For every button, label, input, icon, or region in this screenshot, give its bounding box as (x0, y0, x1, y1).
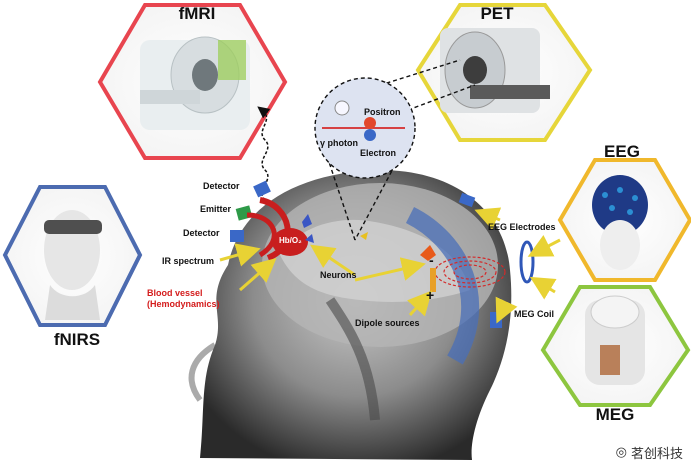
gamma-photon-label: γ photon (320, 138, 358, 148)
dipole-sources-label: Dipole sources (355, 318, 420, 328)
watermark-text: 茗创科技 (630, 447, 683, 462)
yellow-arrows (219, 207, 561, 324)
electron-label: Electron (360, 148, 397, 158)
fnirs-hexagon (2, 185, 143, 327)
hemodynamics-label: (Hemodynamics) (147, 299, 220, 309)
fmri-title: fMRI (178, 4, 216, 23)
detector-label-bottom: Detector (183, 228, 220, 238)
fnirs-title: fNIRS (53, 330, 101, 349)
pet-hexagon (415, 2, 593, 142)
wechat-icon: ◎ (615, 445, 627, 460)
meg-coil-label: MEG Coil (514, 309, 554, 319)
blood-vessel-label: Blood vessel (147, 288, 203, 298)
positron-label: Positron (364, 107, 401, 117)
fmri-hexagon (97, 3, 288, 160)
ir-spectrum-label: IR spectrum (162, 256, 215, 266)
pet-title: PET (480, 4, 514, 23)
pet-zoom-circle (314, 59, 476, 241)
neuron-clusters (302, 214, 436, 261)
eeg-electrodes-label: EEG Electrodes (488, 222, 556, 232)
neurons-label: Neurons (320, 270, 357, 280)
dipole-plus: + (426, 287, 435, 303)
eeg-hexagon (557, 158, 691, 282)
dipole (430, 268, 436, 292)
watermark: ◎ 茗创科技 (616, 443, 683, 462)
eeg-title: EEG (604, 142, 640, 161)
detector-label-top: Detector (203, 181, 240, 191)
meg-title: MEG (595, 405, 635, 424)
emitter-label: Emitter (200, 204, 232, 214)
fnirs-probe (230, 180, 308, 261)
hb-o2-label: Hb/O₂ (279, 236, 302, 245)
meg-hexagon (540, 285, 691, 407)
dipole-minus: - (429, 252, 434, 268)
